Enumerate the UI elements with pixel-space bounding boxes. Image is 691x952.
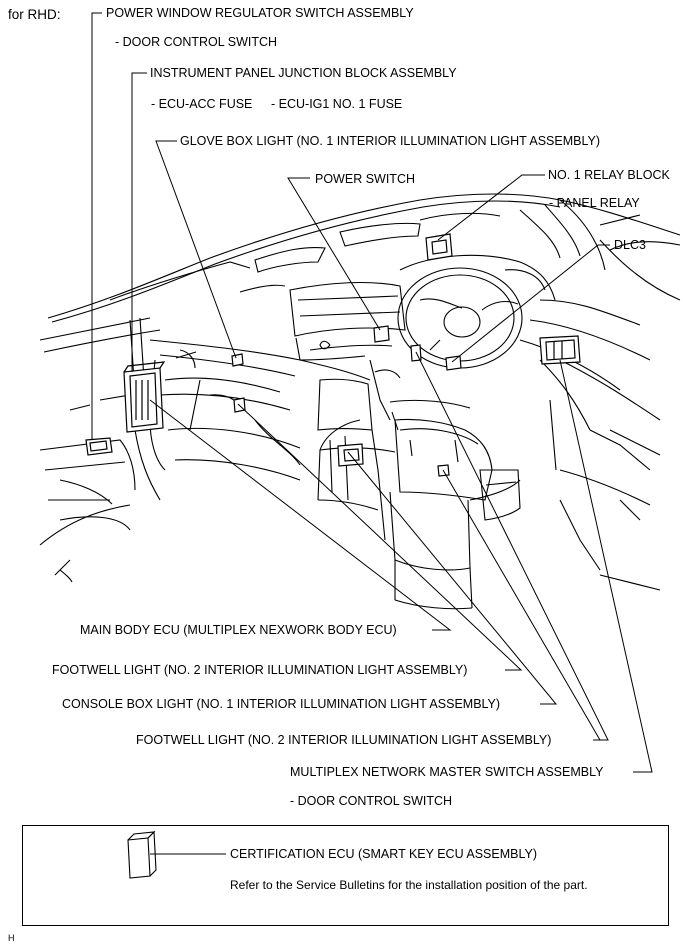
label-panel-relay: - PANEL RELAY — [549, 196, 640, 210]
label-dlc3: DLC3 — [614, 238, 646, 252]
label-ecu-ig1-fuse: - ECU-IG1 NO. 1 FUSE — [271, 97, 403, 111]
label-relay-block: NO. 1 RELAY BLOCK — [548, 168, 670, 182]
label-master-switch: MULTIPLEX NETWORK MASTER SWITCH ASSEMBLY — [290, 765, 604, 779]
label-instrument-panel-junction-block: INSTRUMENT PANEL JUNCTION BLOCK ASSEMBLY — [150, 66, 457, 80]
footer-mark: H — [8, 933, 15, 943]
label-footwell-light-2: FOOTWELL LIGHT (NO. 2 INTERIOR ILLUMINAT… — [136, 733, 552, 747]
legend-note: Refer to the Service Bulletins for the i… — [230, 878, 588, 892]
label-ecu-acc-fuse: - ECU-ACC FUSE — [151, 97, 253, 111]
label-glove-box-light: GLOVE BOX LIGHT (NO. 1 INTERIOR ILLUMINA… — [180, 134, 601, 148]
label-power-window-regulator: POWER WINDOW REGULATOR SWITCH ASSEMBLY — [106, 6, 414, 20]
legend-box — [22, 825, 669, 926]
variant-label: for RHD: — [8, 7, 61, 22]
certification-ecu-icon — [127, 830, 226, 879]
dashboard-outline — [39, 193, 681, 610]
legend-title: CERTIFICATION ECU (SMART KEY ECU ASSEMBL… — [230, 847, 538, 861]
leader-lines — [91, 12, 653, 773]
label-console-box-light: CONSOLE BOX LIGHT (NO. 1 INTERIOR ILLUMI… — [62, 697, 501, 711]
label-main-body-ecu: MAIN BODY ECU (MULTIPLEX NEXWORK BODY EC… — [80, 623, 397, 637]
label-power-window-regulator-sub: - DOOR CONTROL SWITCH — [115, 35, 278, 49]
label-power-switch: POWER SWITCH — [315, 172, 415, 186]
label-footwell-light-1: FOOTWELL LIGHT (NO. 2 INTERIOR ILLUMINAT… — [52, 663, 468, 677]
label-master-switch-sub: - DOOR CONTROL SWITCH — [290, 794, 453, 808]
